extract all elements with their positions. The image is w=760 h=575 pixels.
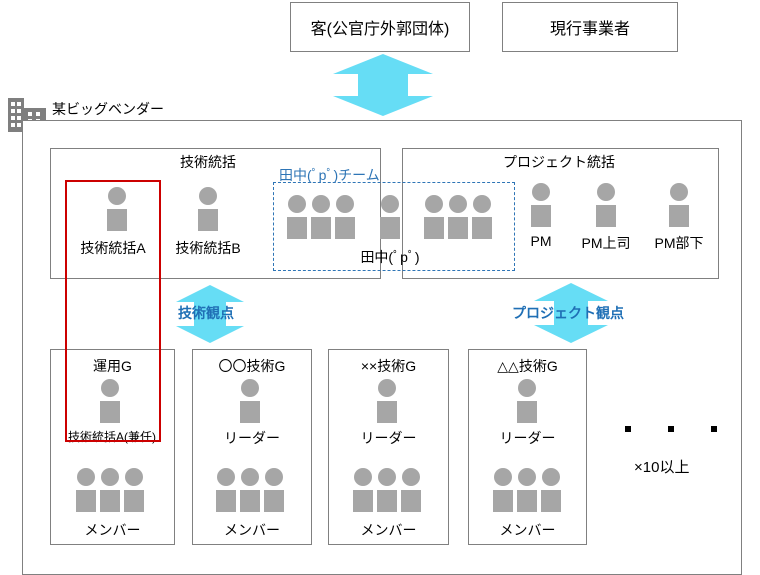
ellipsis-dot-3	[711, 426, 717, 432]
member-xx-1	[353, 468, 373, 512]
member-ops-1	[76, 468, 96, 512]
person-pm	[531, 183, 551, 227]
current-vendor-label: 現行事業者	[549, 21, 630, 38]
group-leader-tri: リーダー	[499, 430, 556, 446]
group-leader-xx: リーダー	[360, 430, 417, 446]
tanaka-team-box	[273, 182, 515, 271]
group-members-xx: メンバー	[360, 522, 417, 538]
tech-view-label: 技術観点	[178, 305, 234, 321]
member-xx-3	[401, 468, 421, 512]
tanaka-label: 田中(ﾟpﾟ)	[360, 249, 420, 265]
group-title-tri: △△技術G	[497, 358, 558, 374]
person-group-tri-leader	[517, 379, 537, 423]
ellipsis-dot-1	[625, 426, 631, 432]
team-member-6	[472, 195, 492, 239]
more-groups-label: ×10以上	[634, 459, 690, 476]
ellipsis-dot-2	[668, 426, 674, 432]
member-ops-2	[100, 468, 120, 512]
tech-b-label: 技術統括B	[175, 240, 241, 256]
person-tanaka	[380, 195, 400, 239]
tanaka-team-title: 田中(ﾟpﾟ)チーム	[279, 167, 380, 183]
member-oo-2	[240, 468, 260, 512]
pm-boss-label: PM上司	[581, 235, 631, 251]
member-tri-1	[493, 468, 513, 512]
project-view-label: プロジェクト観点	[512, 305, 624, 321]
project-integration-title: プロジェクト統括	[503, 154, 615, 170]
member-oo-1	[216, 468, 236, 512]
person-group-xx-leader	[377, 379, 397, 423]
group-title-xx: ××技術G	[360, 358, 417, 374]
team-member-5	[448, 195, 468, 239]
member-tri-2	[517, 468, 537, 512]
member-oo-3	[264, 468, 284, 512]
vendor-name: 某ビッグベンダー	[52, 101, 164, 117]
team-member-3	[335, 195, 355, 239]
team-member-4	[424, 195, 444, 239]
group-leader-oo: リーダー	[224, 430, 280, 446]
member-xx-2	[377, 468, 397, 512]
current-vendor-box: 現行事業者	[502, 2, 678, 52]
tech-view-arrow	[176, 285, 244, 343]
person-pm-sub	[669, 183, 689, 227]
pm-label: PM	[530, 233, 552, 249]
tech-a-label: 技術統括A	[80, 240, 146, 256]
person-tech-a	[107, 187, 127, 231]
project-view-arrow	[534, 283, 608, 343]
highlight-tech-a	[65, 180, 161, 442]
team-member-2	[311, 195, 331, 239]
group-members-oo: メンバー	[224, 522, 280, 538]
person-pm-boss	[596, 183, 616, 227]
group-title-oo: 〇〇技術G	[218, 358, 286, 374]
client-box: 客(公官庁外郭団体)	[290, 2, 470, 52]
member-tri-3	[541, 468, 561, 512]
person-tech-b	[198, 187, 218, 231]
group-members-tri: メンバー	[499, 522, 556, 538]
project-integration-box	[402, 148, 719, 279]
group-members-ops: メンバー	[84, 522, 141, 538]
client-vendor-arrow	[333, 54, 433, 116]
person-group-ops-leader	[100, 379, 120, 423]
person-group-oo-leader	[240, 379, 260, 423]
group-title-ops: 運用G	[93, 358, 132, 374]
tech-integration-title: 技術統括	[180, 154, 236, 170]
client-label: 客(公官庁外郭団体)	[310, 21, 450, 38]
member-ops-3	[124, 468, 144, 512]
pm-sub-label: PM部下	[654, 235, 704, 251]
team-member-1	[287, 195, 307, 239]
